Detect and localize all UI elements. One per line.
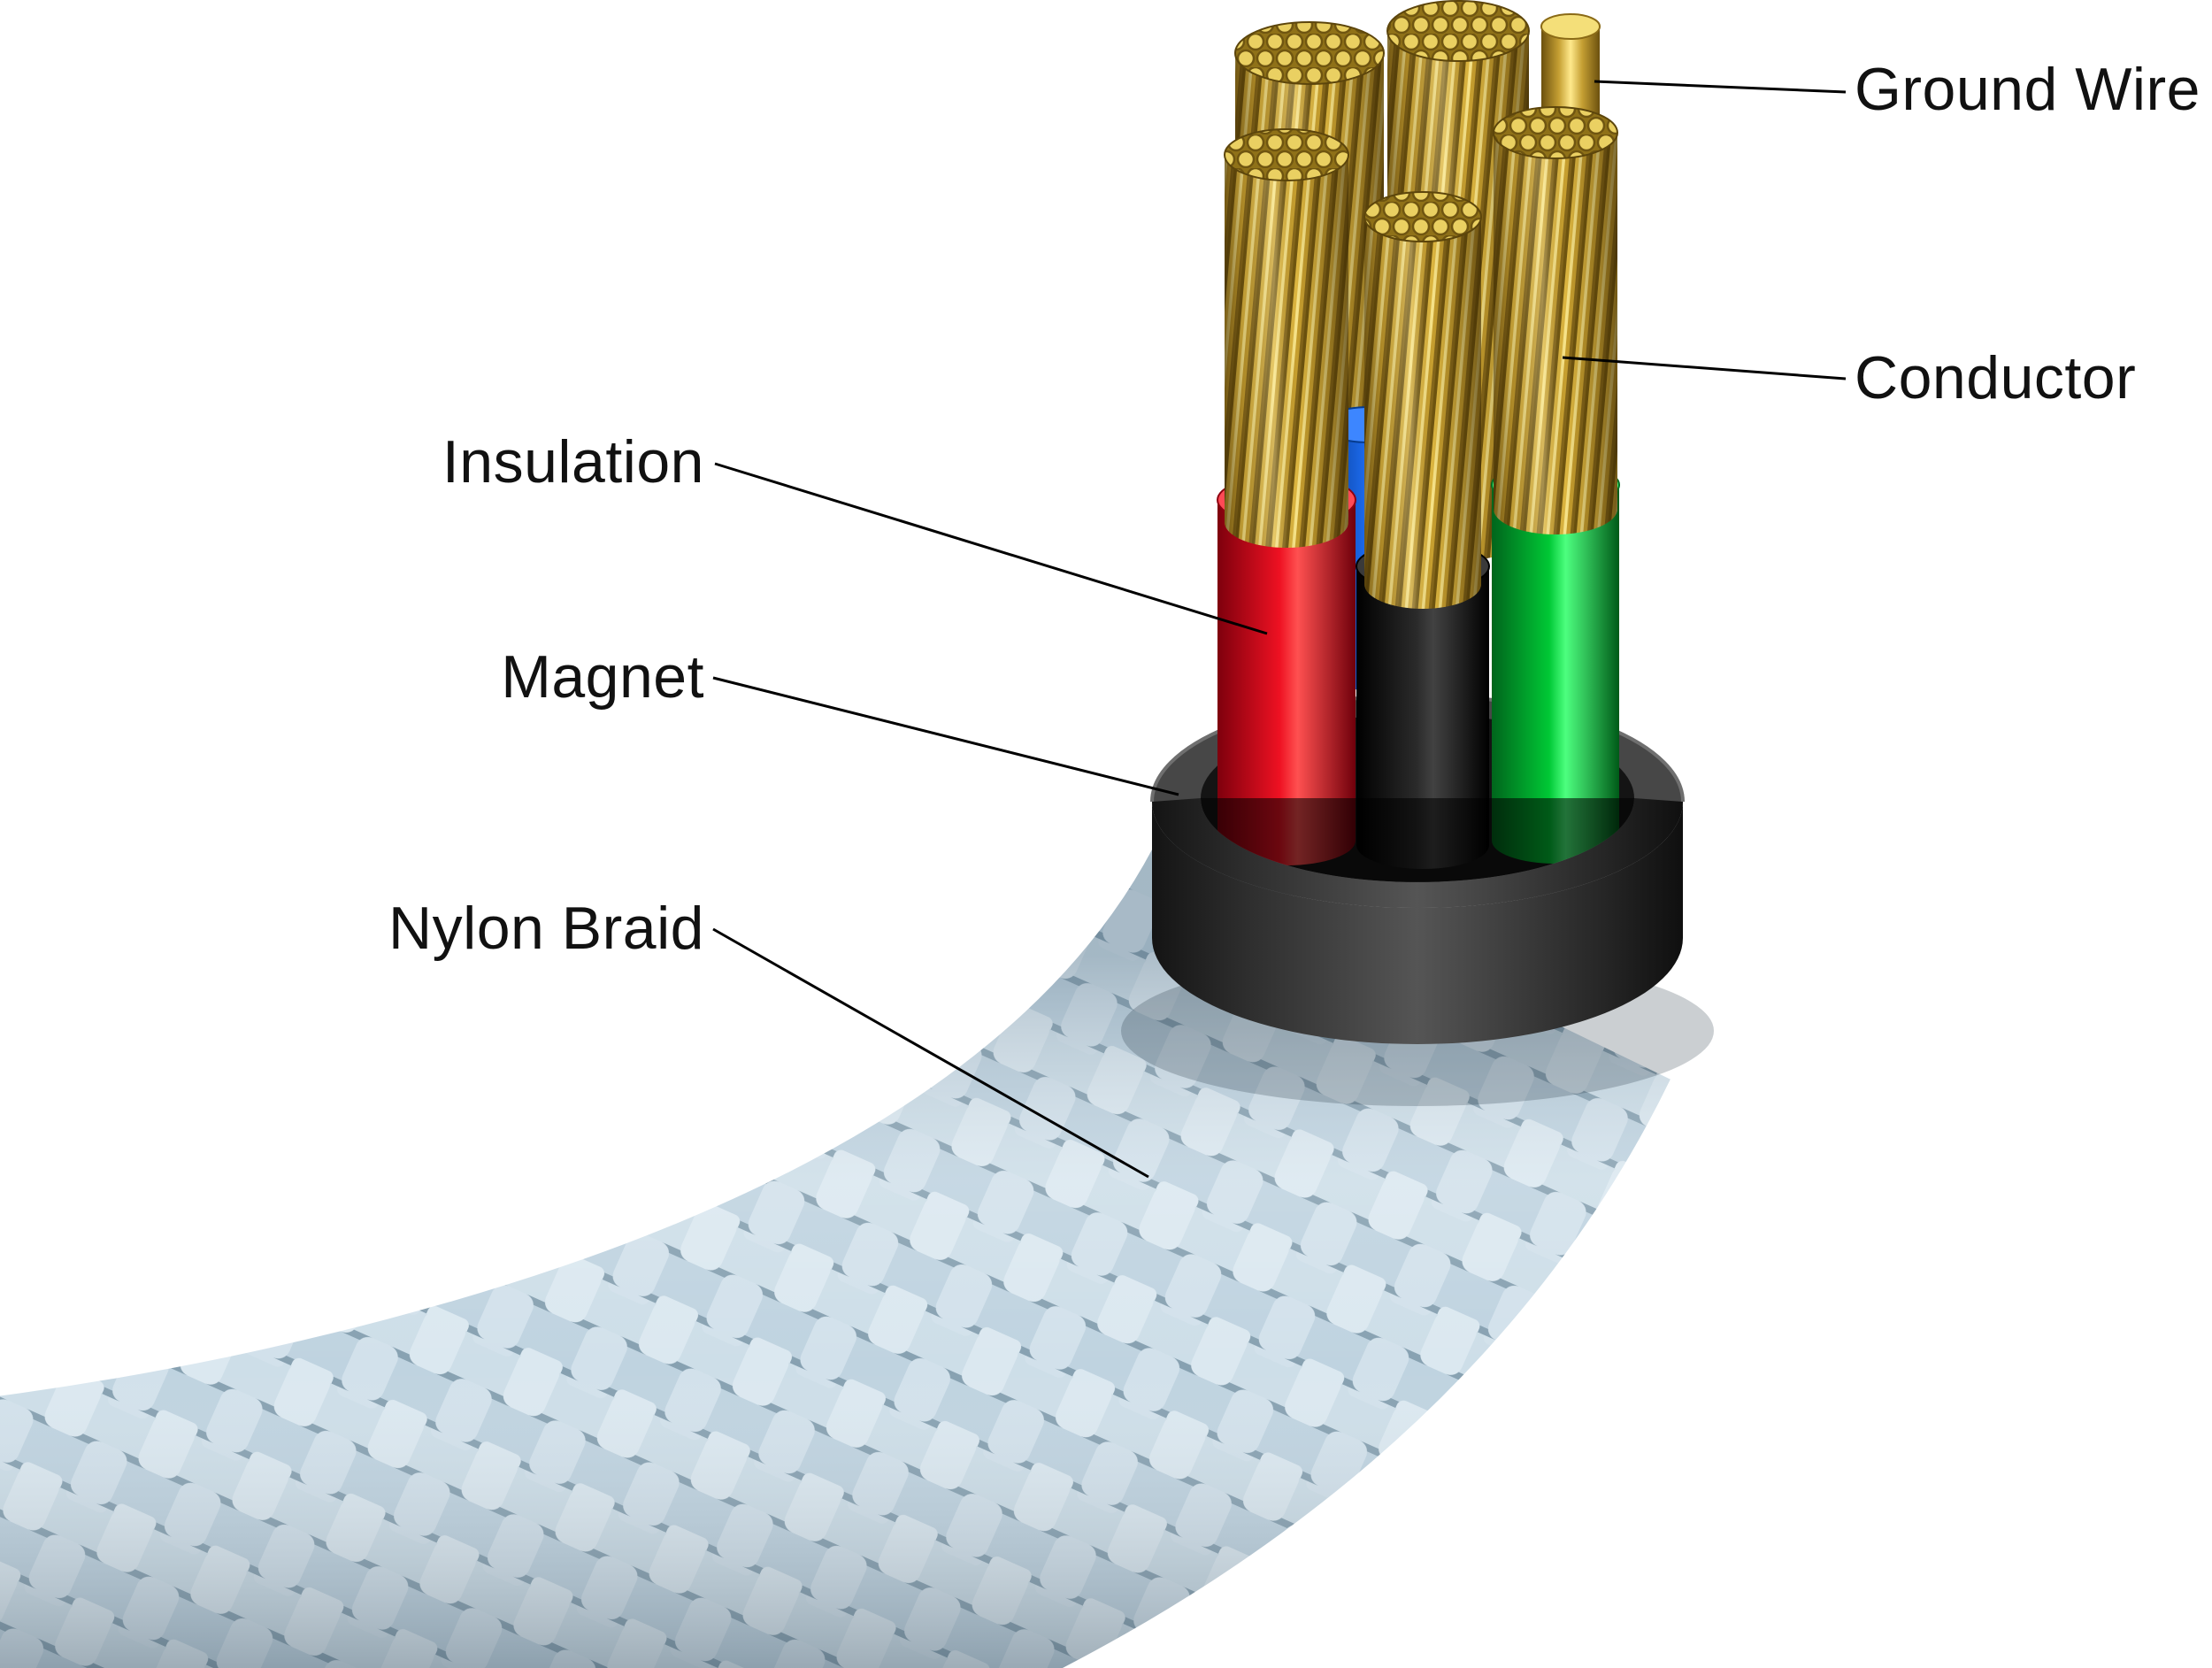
label-insulation: Insulation (442, 428, 704, 496)
leader-lines (712, 80, 1847, 1179)
labels: Ground Wire Conductor Insulation Magnet … (388, 56, 2200, 962)
magnet-collar-body (1152, 802, 1683, 1044)
leader-insulation (714, 462, 1268, 635)
conductor-bundle-black (1363, 191, 1482, 609)
magnet-collar-front-rim (1152, 798, 1683, 908)
leader-magnet (712, 676, 1179, 796)
leader-nylon-braid (712, 927, 1149, 1179)
label-conductor: Conductor (1855, 344, 2136, 411)
magnet-collar-inner-shadow (1201, 798, 1634, 882)
label-ground-wire: Ground Wire (1855, 56, 2200, 123)
leader-ground-wire (1594, 80, 1847, 94)
conductor-bundle-green (1493, 106, 1618, 534)
conductor-bundle-red (1224, 128, 1349, 548)
label-magnet: Magnet (501, 643, 704, 711)
leader-conductor (1562, 356, 1847, 380)
label-nylon-braid: Nylon Braid (388, 895, 704, 962)
